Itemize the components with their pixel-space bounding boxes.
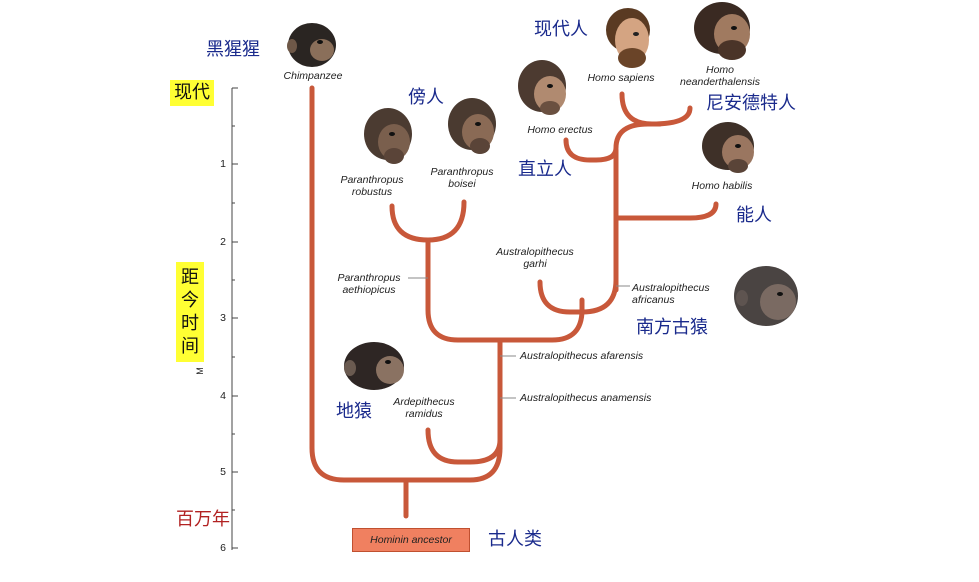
branch-chimp-split <box>309 85 503 483</box>
branch-garhi-homo <box>537 277 619 315</box>
tick-6: 6 <box>220 542 226 554</box>
branch-paranthropus-pair <box>389 199 467 243</box>
label-paranthropus-robustus-1: Paranthropus <box>340 174 404 186</box>
label-paranthropus-cn: 傍人 <box>408 87 444 108</box>
homo-sapiens-head-icon <box>606 8 650 68</box>
branch-homo-habilis <box>613 201 719 221</box>
branch-sapiens-neanderthal <box>619 91 693 127</box>
branch-ardipithecus <box>425 427 503 465</box>
label-paranthropus-boisei-2: boisei <box>448 178 476 190</box>
label-present: 现代 <box>170 80 214 106</box>
label-australopithecus-garhi-2: garhi <box>523 258 547 270</box>
paranthropus-robustus-head-icon <box>364 108 412 164</box>
label-ardipithecus-ramidus-2: ramidus <box>405 408 443 420</box>
label-erectus-cn: 直立人 <box>518 159 572 180</box>
homo-erectus-head-icon <box>518 60 566 115</box>
diagram-frame <box>172 0 808 580</box>
label-australopithecus-anamensis: Australopithecus anamensis <box>520 392 652 404</box>
label-australopithecus-africanus-2: africanus <box>632 294 675 306</box>
chimpanzee-head-icon <box>287 23 336 67</box>
label-mya-unit: 百万年 <box>176 509 230 530</box>
label-ardipithecus-cn: 地猿 <box>336 401 372 422</box>
label-paranthropus-aethiopicus-2: aethiopicus <box>342 284 396 296</box>
label-homo-neanderthalensis-2: neanderthalensis <box>680 76 760 88</box>
ardipithecus-head-icon <box>344 342 404 390</box>
australopithecus-africanus-head-icon <box>734 266 798 326</box>
label-chimpanzee: Chimpanzee <box>283 70 343 82</box>
label-paranthropus-aethiopicus-1: Paranthropus <box>337 272 401 284</box>
label-ancient-cn: 古人类 <box>488 529 542 550</box>
hominin-ancestor-box: Hominin ancestor <box>352 528 470 552</box>
label-paranthropus-boisei-1: Paranthropus <box>430 166 494 178</box>
axis-title: 距今时间 <box>176 262 204 362</box>
label-homo-neanderthalensis-1: Homo <box>705 64 734 76</box>
tick-1: 1 <box>220 158 226 170</box>
label-paranthropus-robustus-2: robustus <box>351 186 393 198</box>
axis-unit-abbrev: M <box>194 367 205 375</box>
tick-3: 3 <box>220 312 226 324</box>
label-neanderthal-cn: 尼安德特人 <box>706 93 796 114</box>
label-homo-erectus: Homo erectus <box>527 124 593 136</box>
tick-5: 5 <box>220 466 226 478</box>
label-habilis-cn: 能人 <box>736 205 772 226</box>
tick-2: 2 <box>220 236 226 248</box>
label-australopithecus-afarensis: Australopithecus afarensis <box>520 350 644 362</box>
label-chimp-cn: 黑猩猩 <box>206 39 260 60</box>
branch-erectus-sapiens <box>563 121 663 163</box>
label-modern-human-cn: 现代人 <box>534 19 588 40</box>
label-ardipithecus-ramidus-1: Ardepithecus <box>393 396 455 408</box>
label-australopithecus-africanus-1: Australopithecus <box>632 282 710 294</box>
paranthropus-boisei-head-icon <box>448 98 496 154</box>
tick-4: 4 <box>220 390 226 402</box>
label-australopithecus-garhi-1: Australopithecus <box>496 246 574 258</box>
label-homo-sapiens: Homo sapiens <box>587 72 655 84</box>
homo-habilis-head-icon <box>702 122 754 173</box>
branch-paranthropus-australopith-split <box>425 237 585 343</box>
label-australopith-cn: 南方古猿 <box>636 317 708 338</box>
neanderthal-head-icon <box>694 2 750 60</box>
label-homo-habilis: Homo habilis <box>691 180 753 192</box>
